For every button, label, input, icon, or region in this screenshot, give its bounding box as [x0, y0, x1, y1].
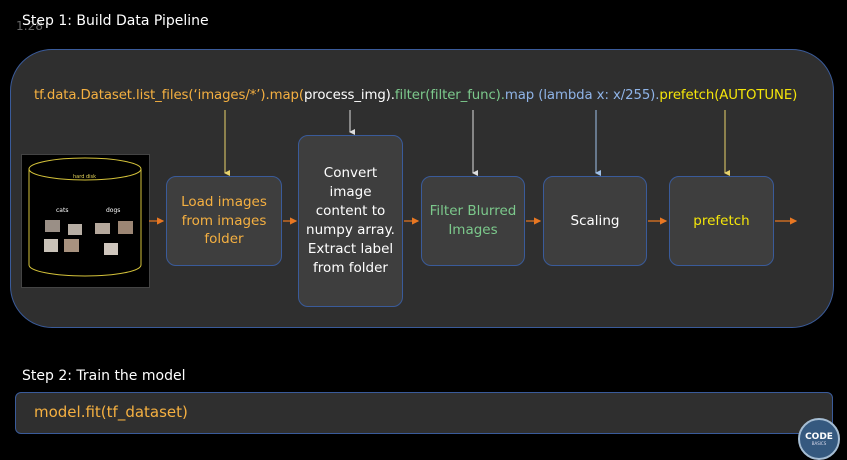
- logo-text-top: CODE: [805, 431, 833, 442]
- code-map-lambda: map (lambda x: x/255).: [504, 88, 660, 103]
- train-code-box: [15, 392, 833, 434]
- pipeline-code-line: tf.data.Dataset.list_files(‘images/*’).m…: [34, 88, 797, 103]
- hard-disk-label: hard disk: [73, 174, 97, 180]
- load-images-label: Load images from images folder: [181, 193, 267, 248]
- filter-blurred-label: Filter Blurred Images: [429, 203, 517, 238]
- scaling-box: Scaling: [543, 176, 647, 266]
- logo-text-bottom: BASICS: [811, 440, 827, 446]
- step2-title: Step 2: Train the model: [22, 368, 186, 384]
- load-images-box: Load images from images folder: [166, 176, 282, 266]
- convert-image-label: Convert image content to numpy array. Ex…: [306, 165, 395, 276]
- codebasics-logo-icon: CODE BASICS: [798, 418, 840, 460]
- code-map-process: process_img).: [303, 88, 395, 103]
- convert-image-box: Convert image content to numpy array. Ex…: [298, 135, 403, 307]
- train-code: model.fit(tf_dataset): [34, 403, 188, 421]
- filter-blurred-box: Filter Blurred Images: [421, 176, 525, 266]
- scaling-label: Scaling: [570, 212, 620, 229]
- code-prefetch: prefetch(AUTOTUNE): [659, 88, 798, 103]
- dogs-folder-label: dogs: [106, 207, 121, 214]
- code-list-files: tf.data.Dataset.list_files(‘images/*’).m…: [34, 88, 304, 103]
- code-filter: filter(filter_func).: [394, 88, 505, 103]
- prefetch-label: prefetch: [693, 212, 750, 229]
- step1-title: Step 1: Build Data Pipeline: [22, 13, 209, 29]
- cats-folder-label: cats: [56, 207, 69, 214]
- video-timestamp: 1:28: [16, 19, 43, 33]
- prefetch-box: prefetch: [669, 176, 774, 266]
